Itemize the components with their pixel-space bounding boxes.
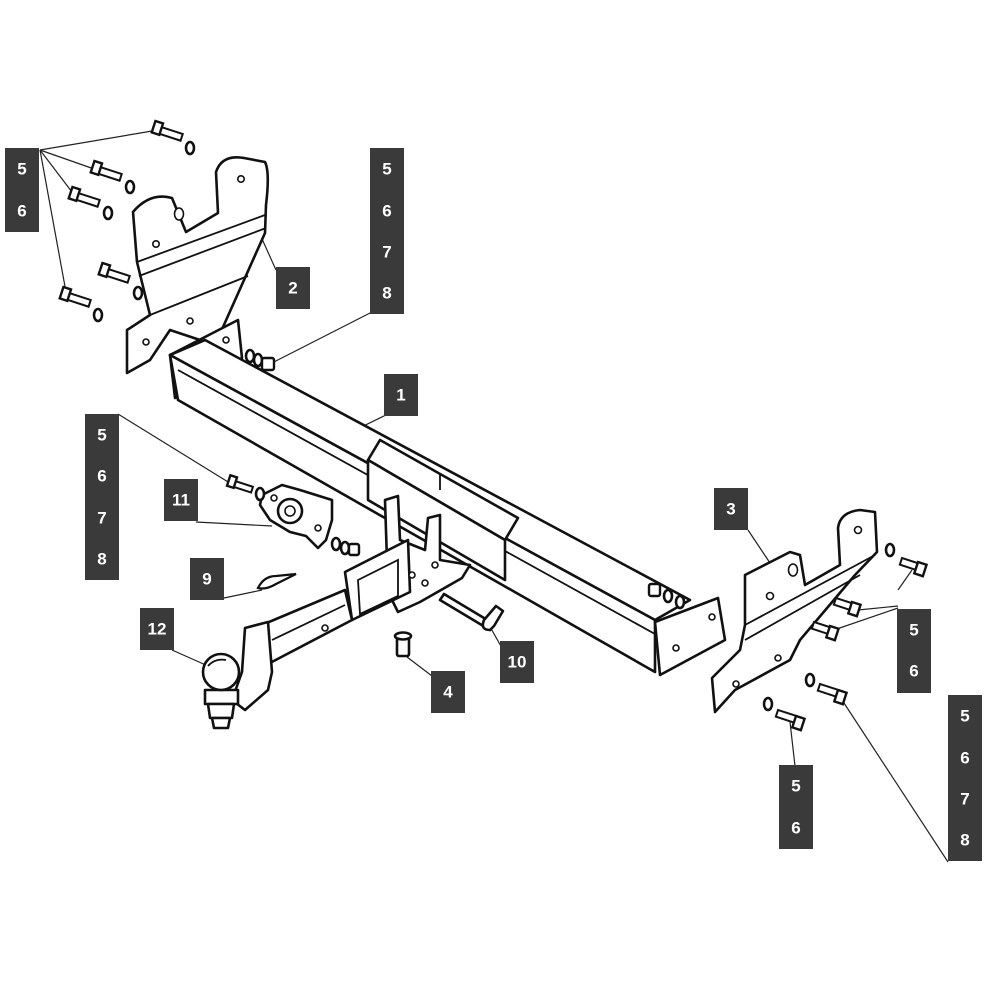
label-part-10-text: 10 — [508, 653, 527, 672]
small-bolt — [393, 631, 413, 658]
callout-top-center-item: 7 — [382, 243, 391, 262]
callout-right-far-item: 7 — [960, 790, 969, 809]
drawbar — [230, 588, 354, 712]
callout-top-center-item: 8 — [382, 284, 391, 303]
bolt-right-5 — [762, 696, 807, 732]
callout-right-lower: 5 6 — [779, 765, 813, 849]
bolt-right-4 — [804, 672, 849, 706]
label-part-3: 3 — [714, 488, 748, 530]
callout-right-far-item: 8 — [960, 831, 969, 850]
nut-stack-right-end — [647, 582, 686, 610]
callout-top-left-item: 6 — [17, 202, 26, 221]
spring-clip — [256, 572, 297, 590]
socket-plate-fasteners — [225, 473, 361, 557]
callout-right-upper-item: 5 — [909, 621, 918, 640]
bolt-right-3 — [810, 620, 841, 642]
label-part-1-text: 1 — [396, 386, 405, 405]
callout-right-upper: 5 6 — [897, 609, 931, 693]
label-part-9: 9 — [190, 558, 224, 600]
main-crossbar — [168, 318, 727, 677]
receiver-housing — [343, 494, 472, 622]
tow-ball — [201, 652, 241, 730]
callout-top-center-item: 6 — [382, 202, 391, 221]
bolt-top-left-3 — [67, 185, 114, 221]
bolt-top-left-5 — [58, 285, 104, 323]
bolt-top-left-2 — [89, 159, 136, 195]
label-part-1: 1 — [384, 374, 418, 416]
callout-right-far: 5 6 7 8 — [948, 695, 982, 861]
label-part-10: 10 — [500, 641, 534, 683]
label-part-4: 4 — [431, 671, 465, 713]
bolt-top-left-4 — [97, 261, 144, 301]
label-part-4-text: 4 — [443, 683, 453, 702]
socket-plate — [258, 483, 334, 550]
label-part-11-text: 11 — [172, 491, 190, 510]
callout-socket-plate-item: 7 — [97, 509, 106, 528]
callout-right-far-item: 5 — [960, 707, 969, 726]
label-part-12: 12 — [140, 608, 174, 650]
label-part-11: 11 — [164, 479, 198, 521]
label-part-2: 2 — [276, 267, 310, 309]
bolt-right-1 — [884, 542, 929, 578]
callout-socket-plate: 5 6 7 8 — [85, 414, 119, 580]
callout-right-far-item: 6 — [960, 749, 969, 768]
label-part-2-text: 2 — [288, 279, 297, 298]
callout-right-upper-item: 6 — [909, 662, 918, 681]
callout-socket-plate-item: 5 — [97, 426, 106, 445]
callout-socket-plate-item: 8 — [97, 550, 106, 569]
label-part-9-text: 9 — [202, 570, 211, 589]
callout-top-center-item: 5 — [382, 160, 391, 179]
hitch-pin — [438, 592, 505, 632]
callout-right-lower-item: 5 — [791, 777, 800, 796]
callout-right-lower-item: 6 — [791, 819, 800, 838]
bolt-top-left-1 — [150, 119, 196, 156]
callout-top-center: 5 6 7 8 — [370, 148, 404, 314]
label-part-12-text: 12 — [148, 620, 167, 639]
fasteners — [58, 119, 929, 732]
callout-top-left: 5 6 — [5, 148, 39, 232]
right-mounting-bracket — [710, 508, 879, 714]
callout-top-left-item: 5 — [17, 160, 26, 179]
label-part-3-text: 3 — [726, 500, 735, 519]
bolt-right-2 — [832, 596, 863, 618]
nut-stack-top-center — [244, 348, 276, 372]
callout-socket-plate-item: 6 — [97, 467, 106, 486]
